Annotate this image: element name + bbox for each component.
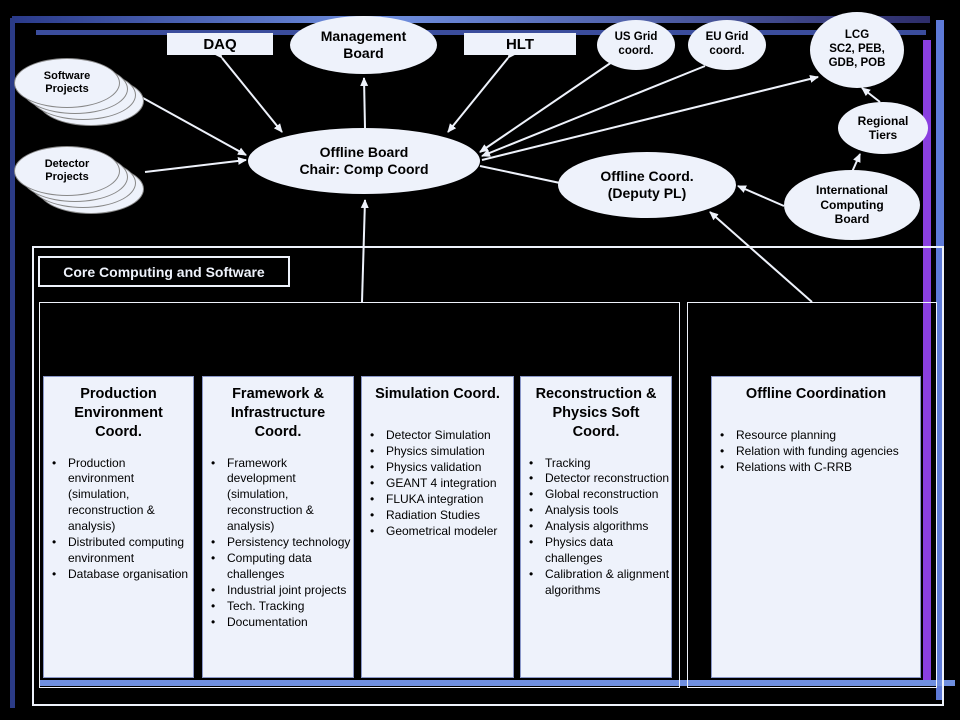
- list-item: Computing data challenges: [211, 551, 353, 583]
- list-item: Radiation Studies: [370, 508, 513, 524]
- arrow-detector-board: [144, 156, 247, 173]
- management-board-node: Management Board: [290, 16, 437, 74]
- arrow-icb-offline-coord: [737, 185, 785, 207]
- panel-title: Production Environment Coord.: [74, 386, 163, 440]
- list-item: Framework development (simulation, recon…: [211, 456, 353, 536]
- list-item: Relations with C-RRB: [720, 460, 920, 476]
- core-frame: [32, 246, 944, 706]
- list-item: Physics data challenges: [529, 535, 671, 567]
- core-computing-label: Core Computing and Software: [38, 256, 290, 287]
- core-inner-frame-left: [39, 302, 680, 688]
- software-projects-stack: Software Projects: [14, 58, 146, 130]
- software-projects-node: Software Projects: [14, 58, 120, 108]
- core-inner-frame-right: [687, 302, 937, 688]
- frame-bar-top-inner: [36, 30, 926, 35]
- arrow-us-grid-board: [479, 61, 613, 153]
- panel-list: Detector Simulation Physics simulation P…: [362, 428, 513, 540]
- panel-title: Reconstruction & Physics Soft Coord.: [535, 386, 657, 440]
- list-item: GEANT 4 integration: [370, 476, 513, 492]
- hlt-box: HLT: [464, 33, 576, 55]
- list-item: Global reconstruction: [529, 487, 671, 503]
- offline-coord-node: Offline Coord. (Deputy PL): [558, 152, 736, 218]
- arrow-core-board: [360, 199, 369, 303]
- panel-framework: Framework & Infrastructure Coord. Framew…: [202, 376, 354, 678]
- list-item: Persistency technology: [211, 535, 353, 551]
- list-item: Physics simulation: [370, 444, 513, 460]
- list-item: Database organisation: [52, 567, 193, 583]
- panel-production: Production Environment Coord. Production…: [43, 376, 194, 678]
- lcg-node: LCG SC2, PEB, GDB, POB: [810, 12, 904, 88]
- frame-bar-right-blue: [936, 20, 944, 700]
- arrow-daq-board: [213, 49, 283, 133]
- list-item: Detector Simulation: [370, 428, 513, 444]
- list-item: Documentation: [211, 615, 353, 631]
- list-item: Tracking: [529, 456, 671, 472]
- list-item: Analysis tools: [529, 503, 671, 519]
- list-item: FLUKA integration: [370, 492, 513, 508]
- frame-bar-left: [10, 18, 15, 708]
- list-item: Resource planning: [720, 428, 920, 444]
- detector-projects-node: Detector Projects: [14, 146, 120, 196]
- detector-projects-stack: Detector Projects: [14, 146, 146, 218]
- panel-reconstruction: Reconstruction & Physics Soft Coord. Tra…: [520, 376, 672, 678]
- list-item: Detector reconstruction: [529, 471, 671, 487]
- arrow-board-management: [360, 77, 369, 129]
- panel-list: Production environment (simulation, reco…: [44, 456, 193, 584]
- panel-list: Resource planning Relation with funding …: [712, 428, 920, 476]
- eu-grid-node: EU Grid coord.: [688, 20, 766, 70]
- panel-title: Offline Coordination: [745, 386, 887, 402]
- list-item: Production environment (simulation, reco…: [52, 456, 193, 536]
- arrow-software-board: [142, 97, 247, 156]
- frame-bar-bottom: [40, 680, 955, 686]
- daq-box: DAQ: [167, 33, 273, 55]
- panel-list: Framework development (simulation, recon…: [203, 456, 353, 631]
- line-offline-coord-board: [479, 165, 561, 184]
- arrow-offline-frame-coord: [709, 211, 813, 303]
- frame-bar-right-purple: [923, 40, 931, 680]
- list-item: Distributed computing environment: [52, 535, 193, 567]
- list-item: Geometrical modeler: [370, 524, 513, 540]
- list-item: Industrial joint projects: [211, 583, 353, 599]
- list-item: Physics validation: [370, 460, 513, 476]
- us-grid-node: US Grid coord.: [597, 20, 675, 70]
- arrow-board-lcg: [481, 75, 819, 161]
- panel-offline-coordination: Offline Coordination Resource planning R…: [711, 376, 921, 678]
- arrow-regional-lcg: [861, 87, 881, 103]
- arrow-hlt-board: [447, 49, 517, 133]
- frame-bar-top: [12, 16, 930, 23]
- panel-title: Framework & Infrastructure Coord.: [230, 386, 326, 440]
- regional-tiers-node: Regional Tiers: [838, 102, 928, 154]
- list-item: Calibration & alignment algorithms: [529, 567, 671, 599]
- arrow-eu-grid-board: [481, 65, 706, 157]
- panel-simulation: Simulation Coord. Detector Simulation Ph…: [361, 376, 514, 678]
- arrow-icb-regional: [851, 153, 861, 173]
- offline-board-node: Offline Board Chair: Comp Coord: [248, 128, 480, 194]
- international-computing-board-node: International Computing Board: [784, 170, 920, 240]
- list-item: Analysis algorithms: [529, 519, 671, 535]
- panel-list: Tracking Detector reconstruction Global …: [521, 456, 671, 600]
- list-item: Tech. Tracking: [211, 599, 353, 615]
- list-item: Relation with funding agencies: [720, 444, 920, 460]
- panel-title: Simulation Coord.: [375, 386, 500, 402]
